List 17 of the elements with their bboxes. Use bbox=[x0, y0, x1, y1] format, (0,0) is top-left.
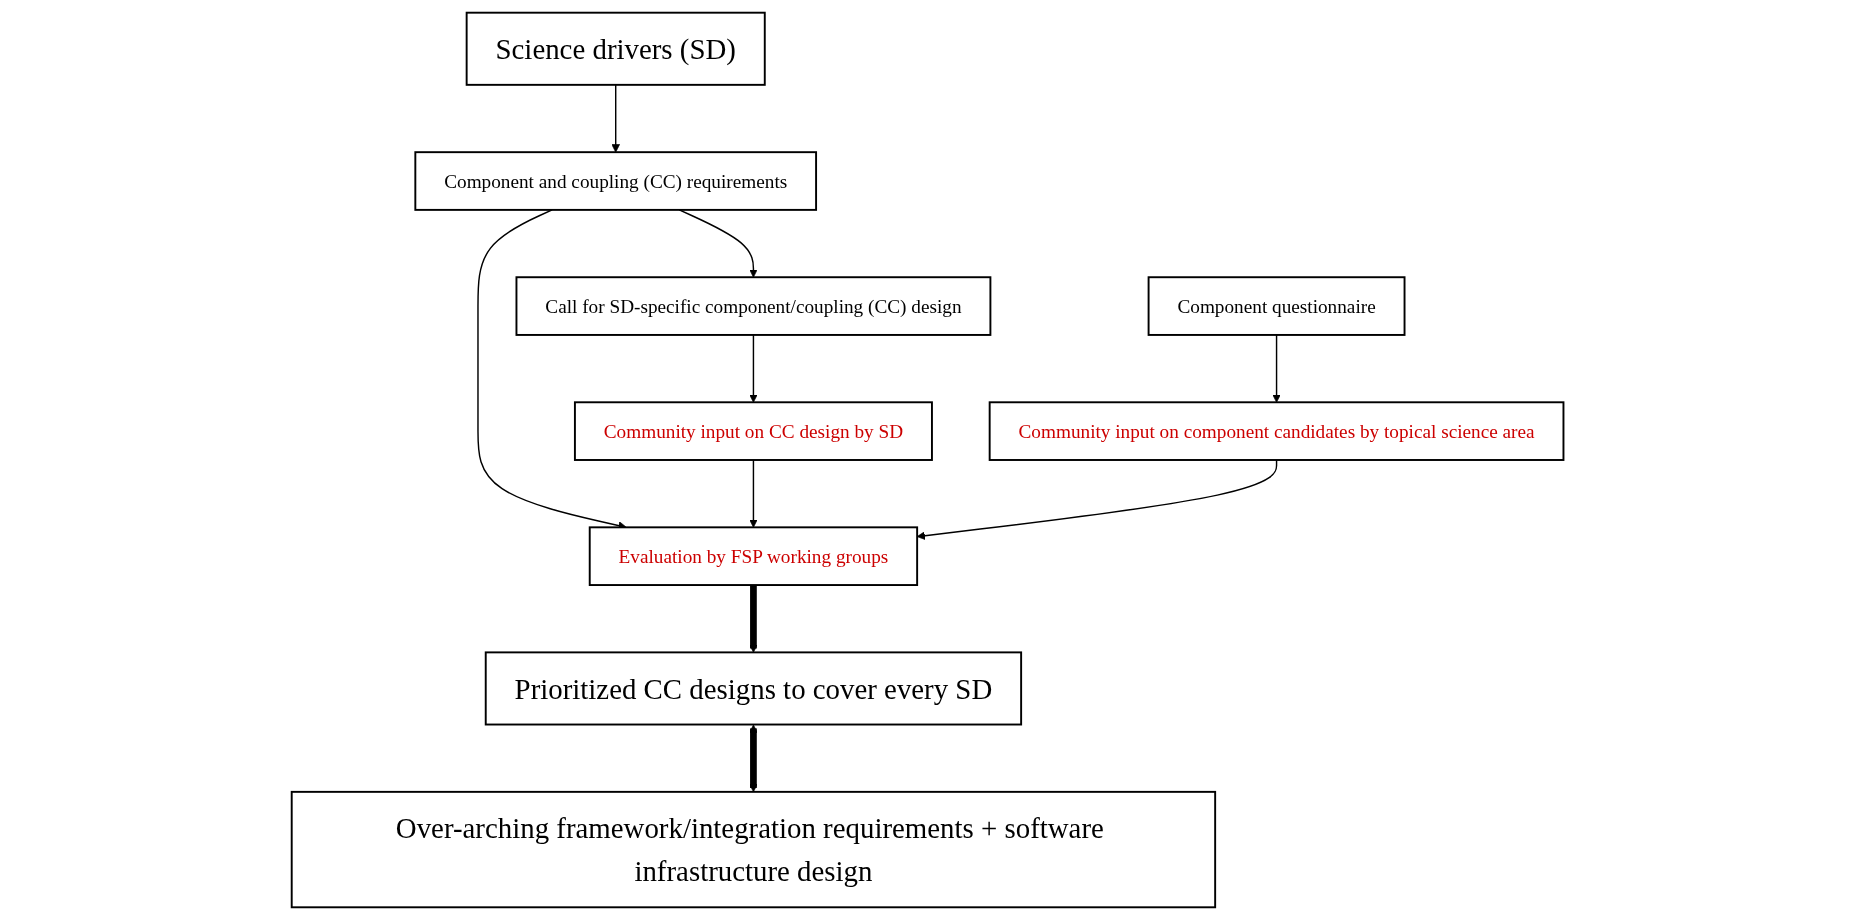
node-box: Over-arching framework/integration requirements + software infrastructure design bbox=[291, 790, 1217, 909]
node-box: Call for SD-specific component/coupling (CC) design bbox=[515, 276, 992, 336]
arrow bbox=[917, 459, 1278, 540]
node-box: Science drivers (SD) bbox=[466, 11, 767, 86]
node-box: Prioritized CC designs to cover every SD bbox=[485, 651, 1023, 726]
arrow bbox=[678, 209, 759, 278]
node-box: Component and coupling (CC) requirements bbox=[414, 151, 818, 211]
arrow bbox=[1272, 334, 1282, 403]
arrow bbox=[611, 84, 621, 153]
node-box: Evaluation by FSP working groups bbox=[589, 526, 919, 586]
arrow bbox=[749, 334, 759, 403]
node-box: Community input on component candidates by topical science area bbox=[989, 401, 1565, 461]
arrow bbox=[749, 724, 759, 793]
arrow bbox=[749, 459, 759, 528]
arrow bbox=[749, 585, 759, 653]
node-box: Component questionnaire bbox=[1148, 276, 1406, 336]
node-box: Community input on CC design by SD bbox=[574, 401, 934, 461]
